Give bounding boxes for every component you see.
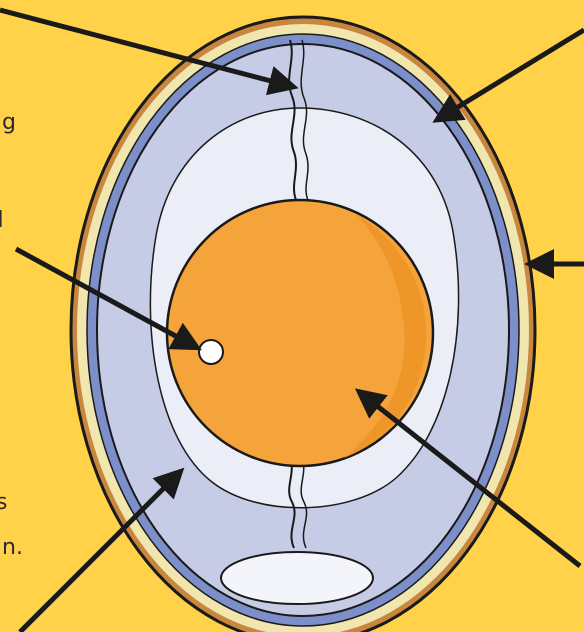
label-fragment: s [0, 492, 7, 514]
germinal-disc [199, 340, 223, 364]
yolk [167, 200, 433, 466]
label-fragment: n. [2, 537, 23, 559]
air-cell [221, 552, 373, 604]
label-fragment: g [2, 112, 16, 134]
label-arrow [440, 30, 584, 118]
label-fragment: al [0, 210, 4, 232]
